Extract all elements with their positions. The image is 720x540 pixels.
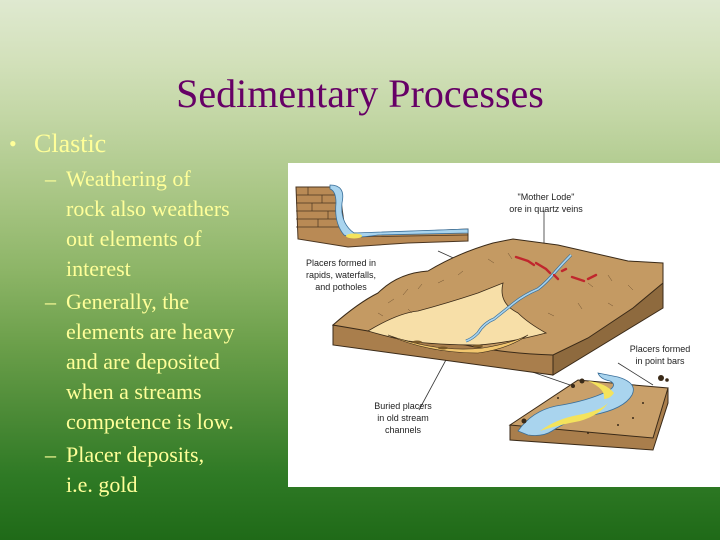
main-landscape-block bbox=[331, 238, 664, 376]
label-line: in old stream bbox=[377, 413, 429, 423]
slide-title: Sedimentary Processes bbox=[176, 71, 544, 116]
label-line: Buried placers bbox=[374, 401, 432, 411]
sub-bullet-line: competence is low. bbox=[66, 409, 234, 434]
bullet-text: Clastic bbox=[34, 129, 107, 158]
sub-bullet-line: elements are heavy bbox=[66, 319, 235, 344]
label-buried-placers: Buried placers in old stream channels bbox=[368, 400, 438, 436]
label-line: Placers formed in bbox=[305, 258, 377, 268]
sub-bullet-heavy-elements: – Generally, the elements are heavy and … bbox=[0, 287, 290, 437]
bullet-list: • Clastic – Weathering of rock also weat… bbox=[0, 128, 290, 503]
label-line: in point bars bbox=[635, 356, 685, 366]
label-line: ore in quartz veins bbox=[509, 204, 583, 214]
sub-bullet-line: i.e. gold bbox=[66, 472, 138, 497]
sub-bullet-line: interest bbox=[66, 256, 131, 281]
sub-bullet-line: and are deposited bbox=[66, 349, 220, 374]
sub-bullet-weathering: – Weathering of rock also weathers out e… bbox=[0, 164, 290, 284]
dash-icon: – bbox=[45, 442, 56, 467]
placer-deposits-diagram: "Mother Lode" ore in quartz veins Placer… bbox=[288, 163, 720, 487]
waterfall-inset bbox=[295, 184, 469, 248]
label-line: Placers formed bbox=[629, 344, 691, 354]
label-line: and potholes bbox=[315, 282, 367, 292]
label-line: rapids, waterfalls, bbox=[305, 270, 377, 280]
sub-bullet-line: when a streams bbox=[66, 379, 202, 404]
dash-icon: – bbox=[45, 289, 56, 314]
bullet-dot-icon: • bbox=[9, 131, 17, 156]
sub-bullet-placer-deposits: – Placer deposits, i.e. gold bbox=[0, 440, 290, 500]
bullet-clastic: • Clastic bbox=[0, 128, 290, 160]
sub-bullet-line: Weathering of bbox=[66, 166, 191, 191]
block-diagram-illustration bbox=[295, 184, 669, 451]
label-line: "Mother Lode" bbox=[517, 192, 575, 202]
sub-bullet-line: rock also weathers bbox=[66, 196, 230, 221]
label-point-bar-placers: Placers formed in point bars bbox=[620, 343, 700, 367]
point-bar-inset bbox=[508, 372, 669, 451]
sub-bullet-line: Generally, the bbox=[66, 289, 190, 314]
label-mother-lode: "Mother Lode" ore in quartz veins bbox=[491, 191, 601, 215]
sub-bullet-line: out elements of bbox=[66, 226, 202, 251]
sub-bullet-line: Placer deposits, bbox=[66, 442, 205, 467]
label-line: channels bbox=[384, 425, 422, 435]
dash-icon: – bbox=[45, 166, 56, 191]
label-waterfall-placers: Placers formed in rapids, waterfalls, an… bbox=[296, 257, 386, 293]
